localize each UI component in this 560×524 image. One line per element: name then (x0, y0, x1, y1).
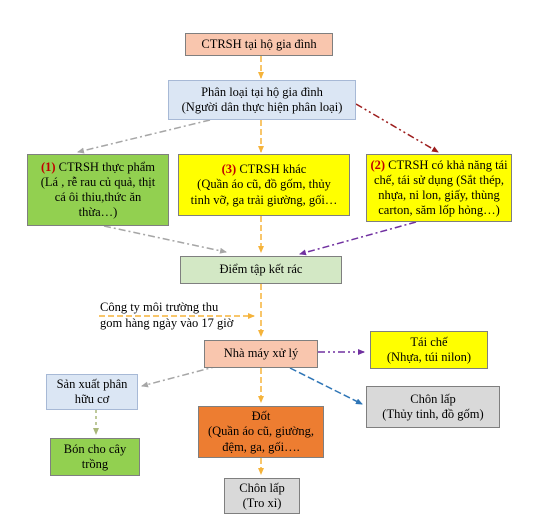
node-recyclable-title: CTRSH có khả năng tái (385, 157, 508, 172)
node-fertilize-line2: trồng (81, 457, 109, 471)
arrow-sorting-to-food (77, 119, 211, 154)
node-incineration-line1: Đốt (251, 409, 271, 424)
company-note-line2: gom hàng ngày vào 17 giờ (100, 315, 234, 330)
node-landfill-ash-line2: (Tro xỉ) (242, 496, 282, 510)
node-other-line2: (Quần áo cũ, đồ gốm, thủy (197, 177, 331, 192)
node-incineration: Đốt (Quần áo cũ, giường, đệm, ga, gối…. (198, 406, 324, 458)
node-treatment-plant-label: Nhà máy xử lý (223, 346, 299, 361)
node-food-line4: thừa…) (78, 205, 118, 220)
node-food-title: CTRSH thực phẩm (55, 159, 156, 174)
node-fertilize-line1: Bón cho cây (63, 441, 127, 456)
node-recycle-line2: (Nhựa, túi nilon) (386, 350, 472, 364)
node-recyclable-line3: nhựa, ni lon, giấy, thùng (378, 188, 500, 202)
node-treatment-plant: Nhà máy xử lý (204, 340, 318, 368)
node-food-waste: (1) CTRSH thực phẩm (Lá , rễ rau củ quả,… (27, 154, 169, 226)
node-other-waste: (3) CTRSH khác (Quần áo cũ, đồ gốm, thủy… (178, 154, 350, 216)
node-other-line3: tinh vỡ, ga trải giường, gối… (190, 192, 338, 207)
node-recyclable-line2: chế, tái sử dụng (Sắt thép, (373, 172, 504, 187)
node-fertilize: Bón cho cây trồng (50, 438, 140, 476)
company-collection-note: Công ty môi trường thu gom hàng ngày vào… (100, 300, 233, 331)
node-recycle-line1: Tái chế (410, 334, 448, 349)
node-compost-line2: hữu cơ (74, 392, 110, 406)
node-food-number: (1) (40, 159, 56, 174)
node-food-line2: (Lá , rễ rau củ quả, thịt (40, 174, 156, 189)
node-incineration-line3: đệm, ga, gối…. (222, 439, 300, 454)
node-household-waste-label: CTRSH tại hộ gia đình (201, 36, 317, 51)
node-food-line3: cá ôi thiu,thức ăn (54, 190, 142, 204)
node-collection-point: Điểm tập kết rác (180, 256, 342, 284)
node-collection-point-label: Điểm tập kết rác (219, 262, 303, 277)
node-landfill-ash-line1: Chôn lấp (239, 480, 285, 495)
node-recyclable-waste: (2) CTRSH có khả năng tái chế, tái sử dụ… (366, 154, 512, 222)
node-household-sorting: Phân loại tại hộ gia đình (Người dân thự… (168, 80, 356, 120)
node-landfill-glass-line1: Chôn lấp (410, 391, 456, 406)
node-incineration-line2: (Quần áo cũ, giường, (207, 424, 315, 439)
arrow-sorting-to-recyclable (355, 103, 439, 153)
arrow-plant-to-compost (141, 365, 219, 388)
node-compost-line1: Sản xuất phân (56, 376, 128, 391)
node-other-title: CTRSH khác (236, 162, 307, 177)
node-sorting-line2: (Người dân thực hiện phân loại) (181, 100, 343, 114)
company-note-line1: Công ty môi trường thu (100, 300, 219, 314)
node-landfill-glass: Chôn lấp (Thủy tinh, đồ gốm) (366, 386, 500, 428)
node-compost: Sản xuất phân hữu cơ (46, 374, 138, 410)
node-sorting-line1: Phân loại tại hộ gia đình (201, 84, 323, 99)
arrow-food-to-collection (103, 225, 227, 254)
node-landfill-ash: Chôn lấp (Tro xỉ) (224, 478, 300, 514)
node-other-number: (3) (221, 162, 237, 177)
node-recycle: Tái chế (Nhựa, túi nilon) (370, 331, 488, 369)
arrow-plant-to-landfill-glass (289, 367, 363, 405)
node-household-waste: CTRSH tại hộ gia đình (185, 33, 333, 56)
arrow-recyclable-to-collection (299, 221, 417, 256)
node-landfill-glass-line2: (Thủy tinh, đồ gốm) (382, 407, 484, 421)
node-recyclable-number: (2) (370, 157, 386, 172)
node-recyclable-line4: carton, săm lốp hỏng…) (378, 203, 500, 218)
